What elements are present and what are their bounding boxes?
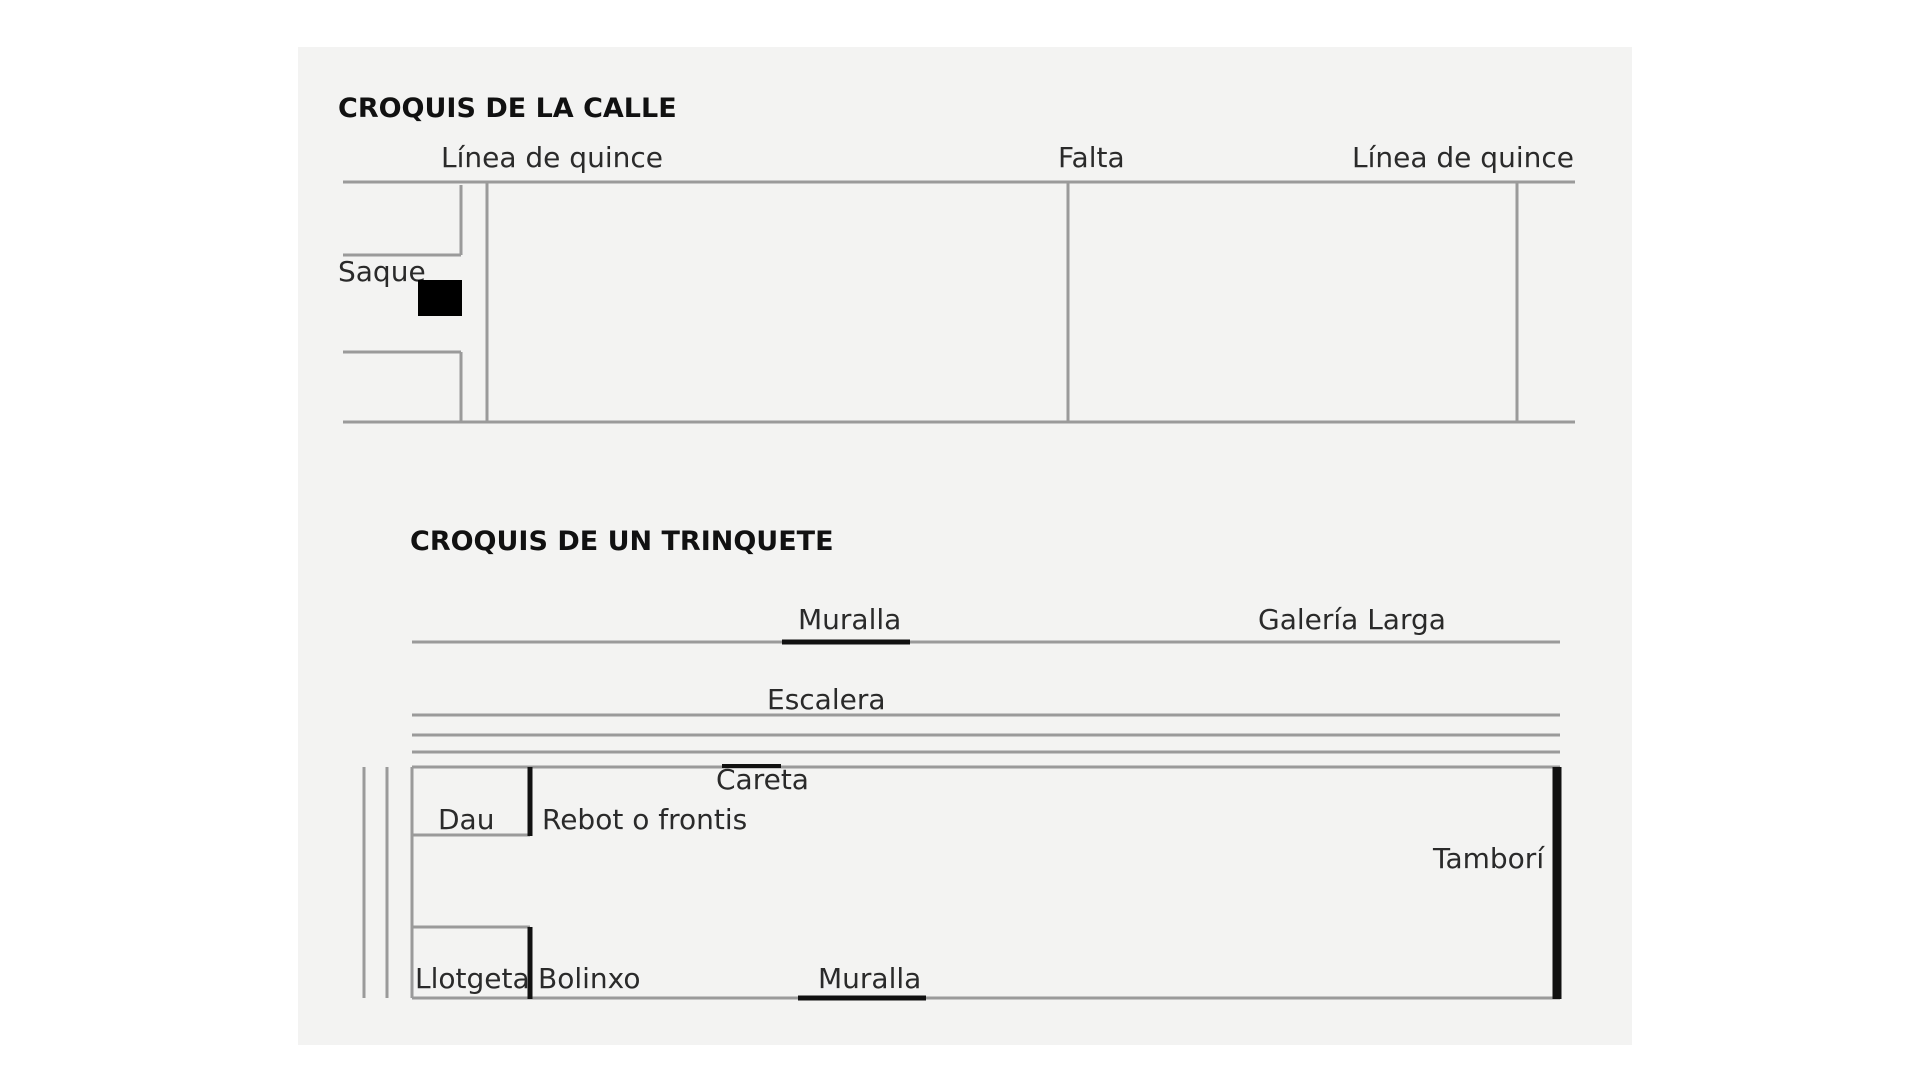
label-dau: Dau [438,803,494,836]
label-linea-quince-left: Línea de quince [441,141,663,174]
label-falta: Falta [1058,141,1125,174]
diagram-panel [298,47,1632,1045]
label-muralla-bottom: Muralla [818,962,921,995]
label-linea-quince-right: Línea de quince [1352,141,1574,174]
street-sketch-title: CROQUIS DE LA CALLE [338,93,677,124]
label-rebot: Rebot o frontis [542,803,747,836]
label-tambori: Tamborí [1432,842,1545,875]
label-galeria-larga: Galería Larga [1258,603,1446,636]
label-careta: Careta [716,763,809,796]
trinquete-sketch: CROQUIS DE UN TRINQUETE Muralla Galería … [362,526,1562,1001]
trinquete-sketch-title: CROQUIS DE UN TRINQUETE [410,526,834,557]
label-bolinxo: Bolinxo [538,962,640,995]
label-llotgeta: Llotgeta [415,962,530,995]
label-saque: Saque [338,255,426,288]
label-escalera: Escalera [767,683,886,716]
street-court-sketch: CROQUIS DE LA CALLE Línea de quince Falt… [338,93,1575,424]
label-muralla-top: Muralla [798,603,901,636]
saque-marker [418,280,462,316]
